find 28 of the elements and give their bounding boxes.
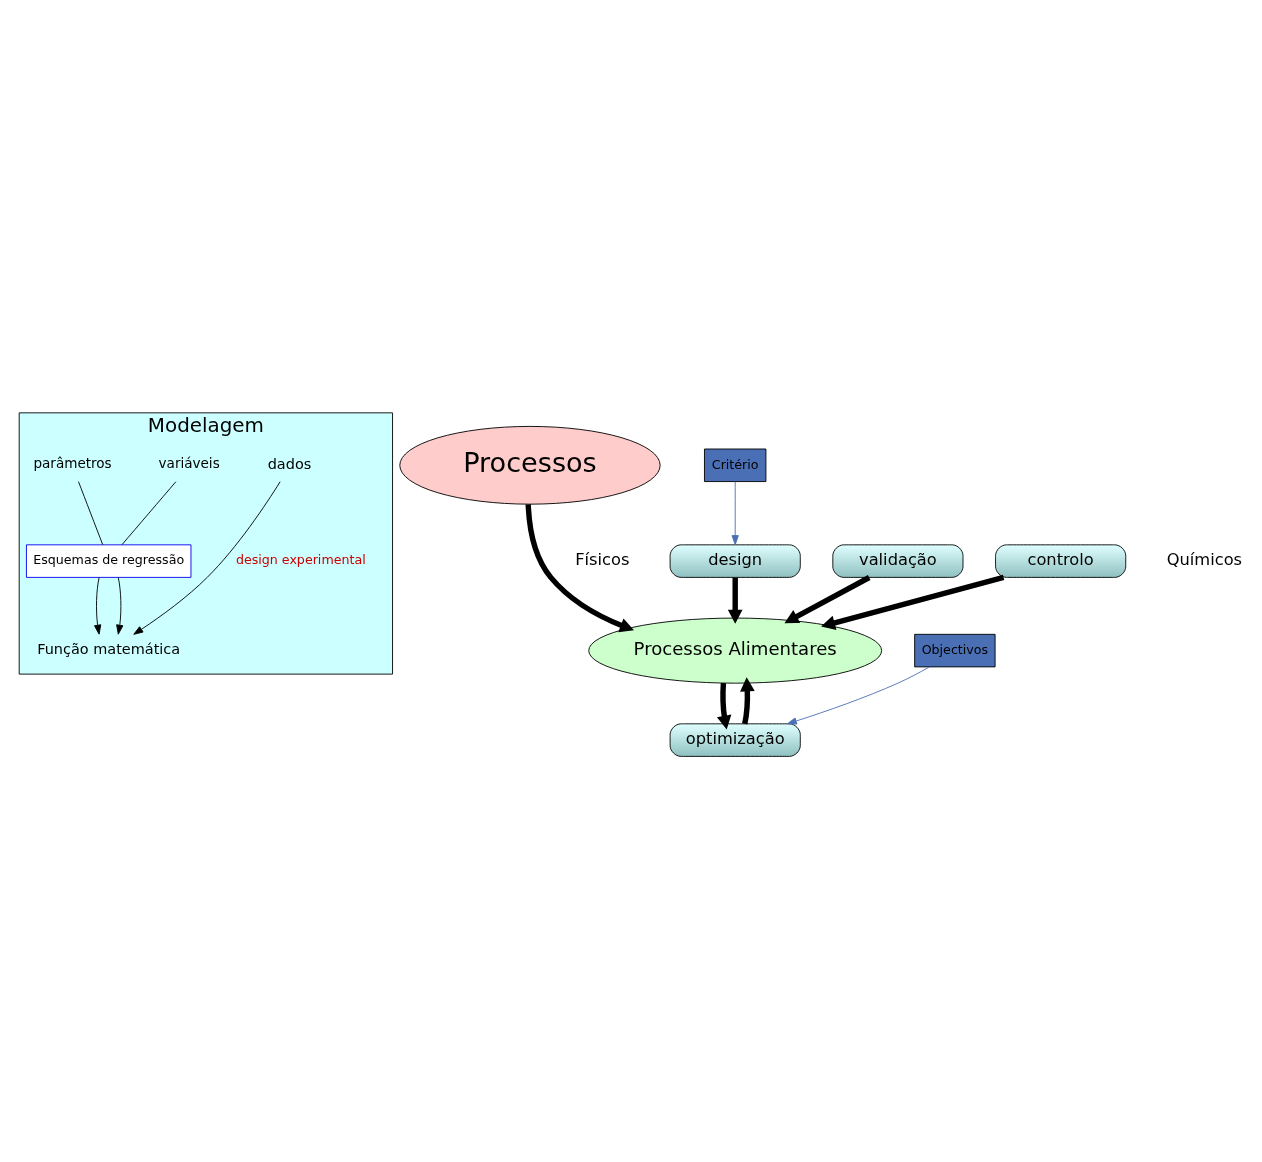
node-text: parâmetros <box>33 455 112 472</box>
arrow <box>716 683 732 730</box>
arrow <box>727 577 743 624</box>
node-text: Função matemática <box>37 641 181 658</box>
edge-label: design experimental <box>235 552 366 568</box>
node-text: variáveis <box>158 455 220 472</box>
node-box: design <box>669 544 801 578</box>
arrow <box>784 575 871 624</box>
node-box: validação <box>832 544 964 578</box>
node-box: Objectivos <box>914 633 996 668</box>
arrow <box>740 677 755 725</box>
arrow <box>116 577 124 635</box>
arrow <box>821 574 1005 631</box>
node-box: optimização <box>669 723 801 757</box>
arrow <box>731 481 739 546</box>
label: Químicos <box>1166 550 1243 570</box>
node-ellipse: Processos <box>399 425 661 505</box>
node-box: controlo <box>995 544 1127 578</box>
connector <box>78 481 104 546</box>
node-box: Critério <box>704 448 767 482</box>
connector <box>121 481 177 546</box>
node-text: dados <box>267 455 312 472</box>
arrow <box>94 577 102 635</box>
label: Físicos <box>575 550 630 570</box>
node-box: Esquemas de regressão <box>25 544 192 578</box>
arrow <box>786 666 930 725</box>
arrow <box>525 504 634 633</box>
arrow <box>133 481 281 635</box>
